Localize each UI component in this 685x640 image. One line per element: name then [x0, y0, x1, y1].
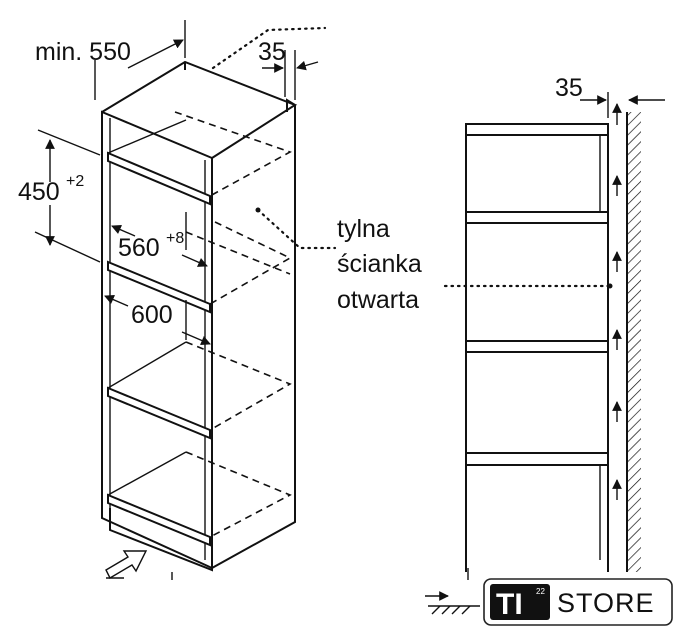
outer-width-arrow-right — [181, 331, 211, 346]
inner-width-tolerance: +8 — [166, 230, 184, 247]
cabinet-perspective: min. 550 35 450 +2 560 +8 600 — [18, 20, 327, 580]
shelf-4 — [107, 493, 211, 547]
height-tolerance: +2 — [66, 173, 84, 190]
hidden-back — [185, 231, 291, 275]
logo-mark-box — [490, 584, 550, 620]
section-shelf-4 — [465, 452, 609, 466]
hidden-shelf-1 — [174, 111, 292, 197]
annotation-line-1: tylna — [337, 215, 390, 243]
inner-width-arrow-left — [111, 225, 136, 237]
annotation-line-3: otwarta — [337, 286, 419, 314]
logo-name: STORE — [557, 588, 655, 618]
inner-width-value: 560 — [118, 234, 160, 262]
depth-label: min. 550 — [35, 38, 131, 66]
section-shelf-1 — [465, 123, 609, 136]
store-logo: TI 22 STORE — [483, 578, 673, 626]
gap-leader — [211, 26, 327, 70]
section-shelf-3 — [465, 340, 609, 353]
wall-hatch — [627, 112, 641, 572]
outer-width-arrow-left — [104, 295, 129, 307]
shelf-2 — [107, 260, 211, 314]
annotation-leader-left — [256, 208, 337, 250]
inner-width-arrow-right — [181, 254, 208, 267]
cabinet-top-plate — [184, 62, 296, 112]
logo-mark-superscript: 22 — [536, 587, 545, 596]
shelf-1 — [107, 151, 211, 206]
cabinet-plinth — [109, 508, 213, 572]
gap-arrow-right — [296, 60, 319, 71]
depth-dimension-line — [127, 39, 184, 69]
leader-dot — [255, 207, 261, 213]
inlet-arrow-icon — [105, 550, 148, 579]
section-shelf-2 — [465, 211, 609, 224]
floor-hatch-icon — [425, 591, 480, 615]
hidden-shelf-4 — [185, 451, 292, 538]
side-section: 35 — [425, 74, 665, 615]
ext-line — [34, 231, 101, 263]
shelf-1-side — [107, 119, 187, 154]
height-value: 450 — [18, 178, 60, 206]
hidden-shelf-3 — [185, 341, 292, 431]
side-gap-label: 35 — [555, 74, 583, 102]
shelf-4-side — [107, 451, 187, 496]
ext-line — [37, 129, 101, 156]
outer-width-label: 600 — [131, 301, 173, 329]
cabinet-top — [101, 60, 298, 159]
shelf-3 — [107, 386, 211, 440]
shelf-3-side — [107, 341, 187, 389]
logo-mark: TI — [496, 588, 523, 621]
annotation-line-2: ścianka — [337, 250, 422, 278]
gap-label: 35 — [258, 38, 286, 66]
annotation: tylna ścianka otwarta — [337, 215, 422, 314]
hidden-shelf-2 — [209, 221, 292, 305]
cabinet-back-edge — [211, 105, 296, 569]
